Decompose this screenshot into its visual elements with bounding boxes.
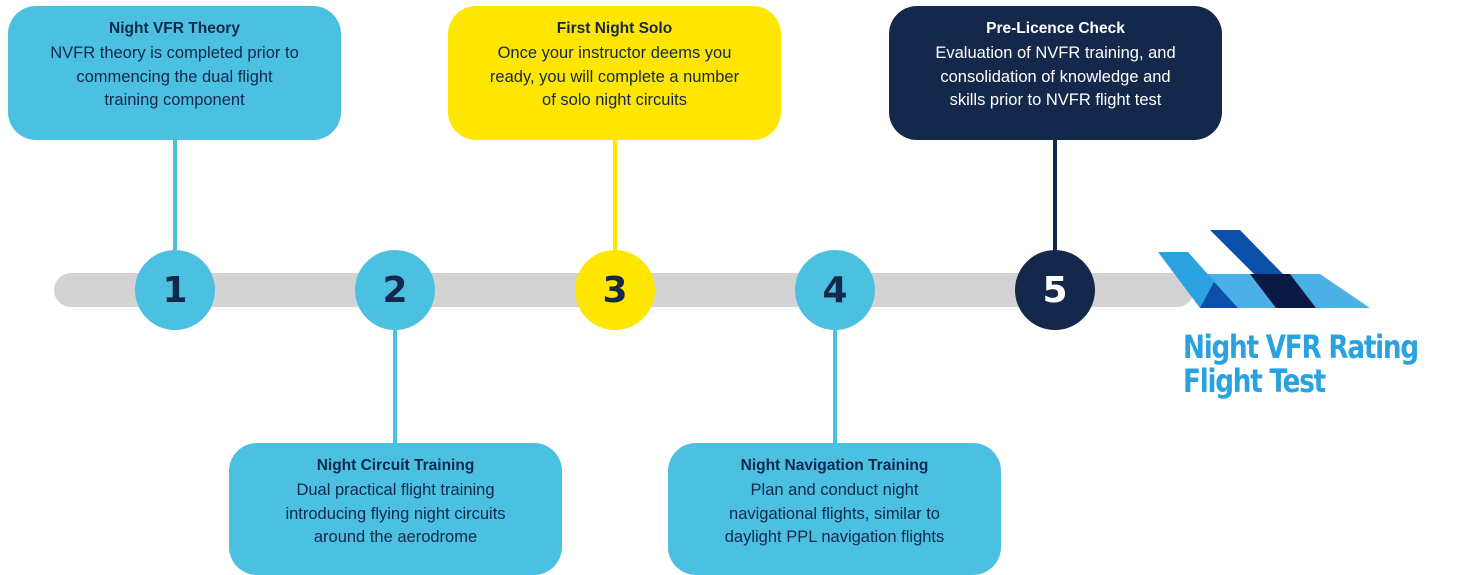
step-title-4: Night Navigation Training [740,457,929,474]
step-node-2: 2 [355,250,435,330]
step-node-1: 1 [135,250,215,330]
connector-4 [833,300,837,450]
step-node-5: 5 [1015,250,1095,330]
connector-2 [393,300,397,450]
step-description-1: NVFR theory is completed prior to commen… [50,44,299,109]
step-description-4: Plan and conduct night navigational flig… [724,481,945,546]
flight-test-result: Night VFR Rating Flight Test [1183,328,1419,400]
step-card-1: Night VFR Theory NVFR theory is complete… [8,6,341,140]
connector-1 [173,130,177,280]
step-node-3: 3 [575,250,655,330]
result-line-1: Night VFR Rating [1183,328,1419,366]
step-card-4: Night Navigation Training Plan and condu… [668,443,1001,575]
aircraft-wing-logo-icon [1158,230,1370,308]
connector-5 [1053,130,1057,280]
step-card-2: Night Circuit Training Dual practical fl… [229,443,562,575]
result-line-2: Flight Test [1183,362,1326,400]
step-card-3: First Night Solo Once your instructor de… [448,6,781,140]
step-description-5: Evaluation of NVFR training, and consoli… [935,44,1176,109]
step-title-2: Night Circuit Training [316,457,475,474]
step-node-4: 4 [795,250,875,330]
step-description-3: Once your instructor deems you ready, yo… [489,44,740,109]
connector-3 [613,130,617,280]
step-title-3: First Night Solo [556,20,673,37]
step-card-5: Pre-Licence Check Evaluation of NVFR tra… [889,6,1222,140]
step-title-5: Pre-Licence Check [986,20,1125,37]
step-description-2: Dual practical flight training introduci… [285,481,506,546]
step-title-1: Night VFR Theory [109,20,240,37]
